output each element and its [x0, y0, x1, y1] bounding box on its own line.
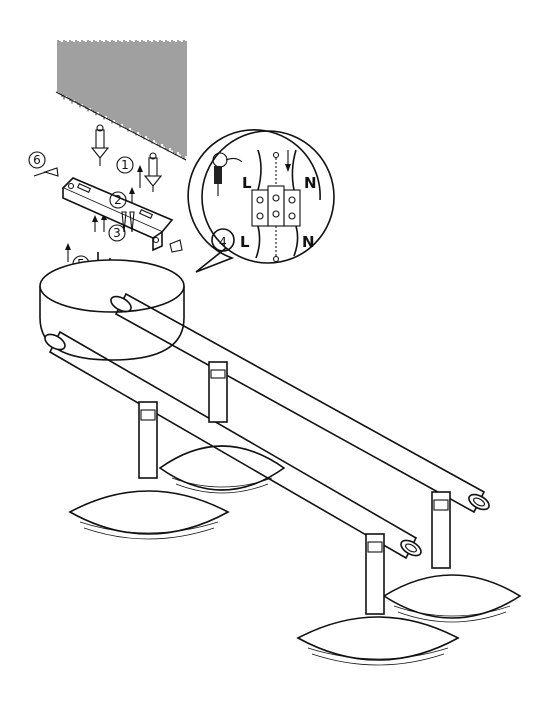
step-marker-1: 1	[116, 156, 134, 174]
step-marker-6: 6	[28, 151, 46, 169]
step-number: 2	[114, 193, 122, 207]
step-number: 6	[33, 153, 41, 167]
step-marker-4	[211, 228, 235, 252]
wall-plug-left	[90, 124, 110, 166]
live-label: L	[240, 233, 250, 251]
wiring-detail-callout: L N L N 4	[187, 129, 335, 273]
wire-live-bottom	[255, 225, 261, 259]
step-marker-3: 3	[108, 224, 126, 242]
earth-icon	[272, 255, 280, 263]
earth-icon	[272, 151, 280, 159]
step-marker-2: 2	[109, 191, 127, 209]
live-label: L	[242, 174, 252, 192]
wire-live-top	[257, 149, 262, 191]
ceiling-hatch	[55, 40, 187, 161]
terminal-block	[251, 185, 301, 227]
screwdriver-icon	[212, 152, 243, 196]
neutral-label: N	[304, 174, 317, 192]
spotlight-back-left	[158, 361, 286, 494]
spotlight-front-left	[68, 401, 230, 540]
step-number: 1	[121, 158, 129, 172]
step-number: 3	[113, 226, 121, 240]
screw-icon	[33, 167, 183, 253]
spot-arm-front	[44, 330, 422, 560]
spotlight-back-right	[382, 491, 522, 623]
wire-neutral-bottom	[293, 225, 299, 257]
neutral-label: N	[302, 233, 315, 251]
ceiling-edge	[55, 91, 187, 161]
mounting-bracket	[61, 177, 174, 252]
wall-plug-right	[143, 152, 163, 192]
wire-neutral-top	[291, 149, 297, 191]
step-number: 4	[219, 235, 227, 249]
spotlight-front-right	[296, 533, 460, 666]
spot-arm-back	[110, 292, 490, 514]
